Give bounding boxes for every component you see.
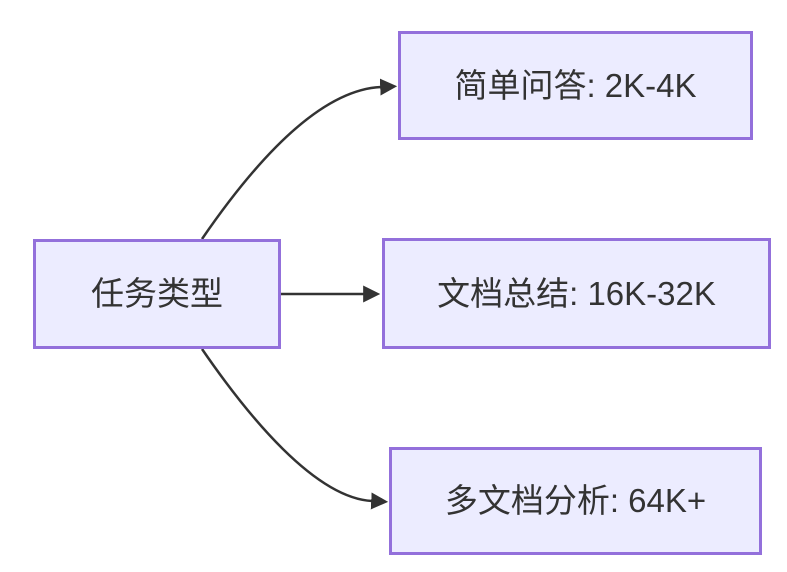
node-doc-summary: 文档总结: 16K-32K xyxy=(382,238,771,349)
node-simple-qa-label: 简单问答: 2K-4K xyxy=(454,66,697,104)
node-task-type: 任务类型 xyxy=(33,239,281,349)
node-simple-qa: 简单问答: 2K-4K xyxy=(398,31,753,140)
node-task-type-label: 任务类型 xyxy=(91,275,223,313)
edge-root-to-multi-doc xyxy=(200,348,389,510)
node-multi-doc-label: 多文档分析: 64K+ xyxy=(444,482,707,520)
edge-root-to-simple-qa xyxy=(200,78,398,240)
node-doc-summary-label: 文档总结: 16K-32K xyxy=(437,274,716,312)
node-multi-doc: 多文档分析: 64K+ xyxy=(389,447,762,555)
